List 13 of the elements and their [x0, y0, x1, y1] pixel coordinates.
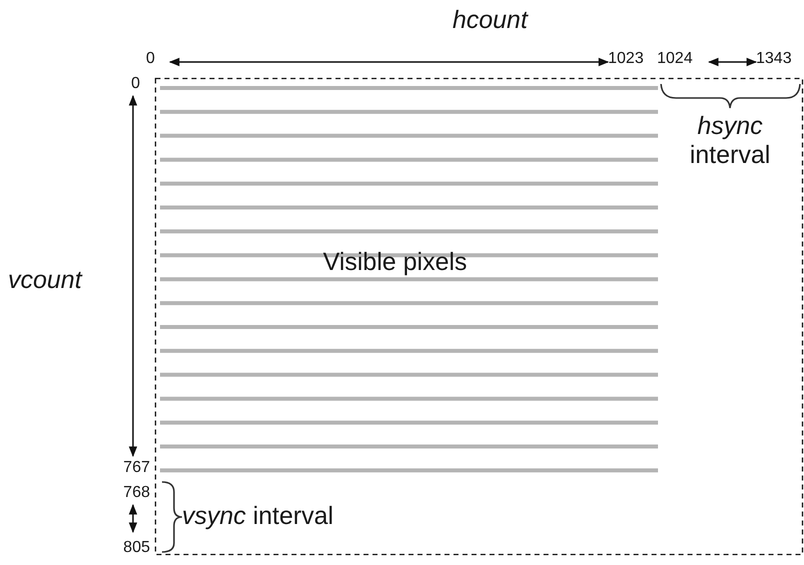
tick-label: 1024 — [657, 50, 694, 68]
tick-label: 805 — [122, 539, 150, 558]
tick-label: 0 — [130, 75, 140, 94]
axis-title: hcount — [451, 6, 530, 35]
axis-title: vcount — [8, 266, 84, 295]
tick-label: 0 — [146, 50, 156, 68]
region-label: vsync interval — [182, 502, 334, 531]
tick-label: 768 — [122, 484, 150, 502]
region-label: hsync interval — [688, 112, 772, 170]
region-label: Visible pixels — [322, 248, 468, 277]
tick-label: 767 — [122, 459, 150, 478]
tick-label: 1023 — [608, 50, 645, 68]
tick-label: 1343 — [756, 50, 793, 68]
